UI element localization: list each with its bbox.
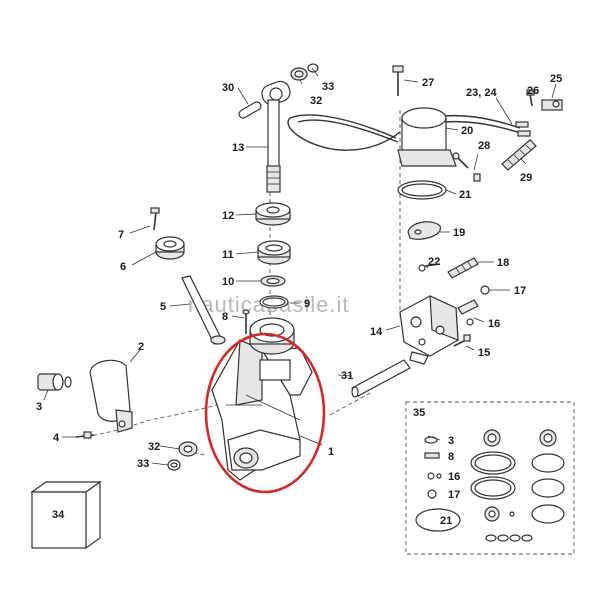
part-17-oring (480, 285, 490, 295)
part-22-screw (418, 263, 441, 272)
callout-21: 21 (459, 189, 471, 201)
kit-label-8: 8 (448, 451, 454, 463)
kit-label-21: 21 (440, 515, 452, 527)
callout-35: 35 (413, 407, 425, 419)
part-19-cover (407, 221, 441, 240)
callout-10: 10 (222, 276, 234, 288)
part-31-pin (351, 359, 411, 398)
part-32-33-bottom (167, 441, 198, 471)
part-32-33-top (290, 63, 319, 81)
callout-30: 30 (222, 82, 234, 94)
kit-label-17: 17 (448, 489, 460, 501)
callout-2: 2 (138, 341, 144, 353)
part-4-screw (75, 431, 95, 439)
part-16-valve (457, 299, 479, 326)
assembly-line-32 (179, 449, 206, 456)
part-18-plunger (447, 257, 479, 279)
part-15-screw (453, 334, 471, 347)
part-2-reservoir (89, 359, 133, 433)
part-14-pump (399, 295, 459, 365)
part-21-oring (397, 180, 447, 200)
part-11-seal (257, 240, 291, 265)
callout-33-top: 33 (322, 81, 334, 93)
callout-22: 22 (428, 256, 440, 268)
callout-23-24: 23, 24 (466, 87, 497, 99)
callout-15: 15 (478, 347, 490, 359)
part-12-cap (255, 202, 291, 226)
kit-35-contents: 3 8 16 17 21 (415, 429, 565, 542)
callout-29: 29 (520, 172, 532, 184)
kit-label-3: 3 (448, 435, 454, 447)
assembly-line-31 (329, 391, 373, 416)
callout-12: 12 (222, 210, 234, 222)
part-20-motor (287, 107, 531, 167)
callout-4: 4 (53, 432, 60, 444)
callout-32-top: 32 (310, 95, 322, 107)
part-25-26-valve (526, 89, 563, 111)
part-30-pin (238, 101, 262, 119)
callout-34: 34 (52, 509, 65, 521)
part-13-shaft (261, 80, 291, 193)
part-8-bolt (242, 309, 250, 334)
callout-16: 16 (488, 318, 500, 330)
callout-11: 11 (222, 249, 234, 261)
callout-8: 8 (222, 311, 228, 323)
callout-17: 17 (514, 285, 526, 297)
callout-27: 27 (422, 77, 434, 89)
callout-33-bottom: 33 (137, 458, 149, 470)
callout-26: 26 (527, 85, 539, 97)
callout-25: 25 (550, 73, 562, 85)
kit-35-frame (405, 401, 575, 555)
part-6-cap (155, 236, 185, 260)
part-28-fitting (452, 152, 481, 182)
callout-19: 19 (453, 227, 465, 239)
callout-14: 14 (370, 326, 383, 338)
callout-28: 28 (478, 140, 490, 152)
callout-1: 1 (328, 446, 334, 458)
part-7-screw (150, 207, 160, 231)
part-9-oring (259, 295, 289, 309)
callout-6: 6 (120, 261, 126, 273)
callout-20: 20 (461, 125, 473, 137)
callout-31: 31 (341, 370, 353, 382)
part-10-washer (260, 275, 286, 287)
callout-13: 13 (232, 142, 244, 154)
part-3-bearing (37, 373, 72, 391)
callout-18: 18 (497, 257, 509, 269)
part-29-spring (501, 139, 537, 171)
part-5-rod (181, 275, 226, 345)
callout-5: 5 (160, 301, 166, 313)
kit-label-16: 16 (448, 471, 460, 483)
callout-7: 7 (118, 229, 124, 241)
part-27-screw (392, 65, 404, 96)
part-34-box (30, 480, 102, 550)
leader-lines (43, 67, 557, 466)
callout-3: 3 (36, 401, 42, 413)
callout-32-bottom: 32 (148, 441, 160, 453)
part-1-bracket (211, 317, 313, 481)
highlight-oval (204, 332, 326, 494)
assembly-line-4 (85, 399, 241, 438)
callout-9: 9 (304, 298, 310, 310)
